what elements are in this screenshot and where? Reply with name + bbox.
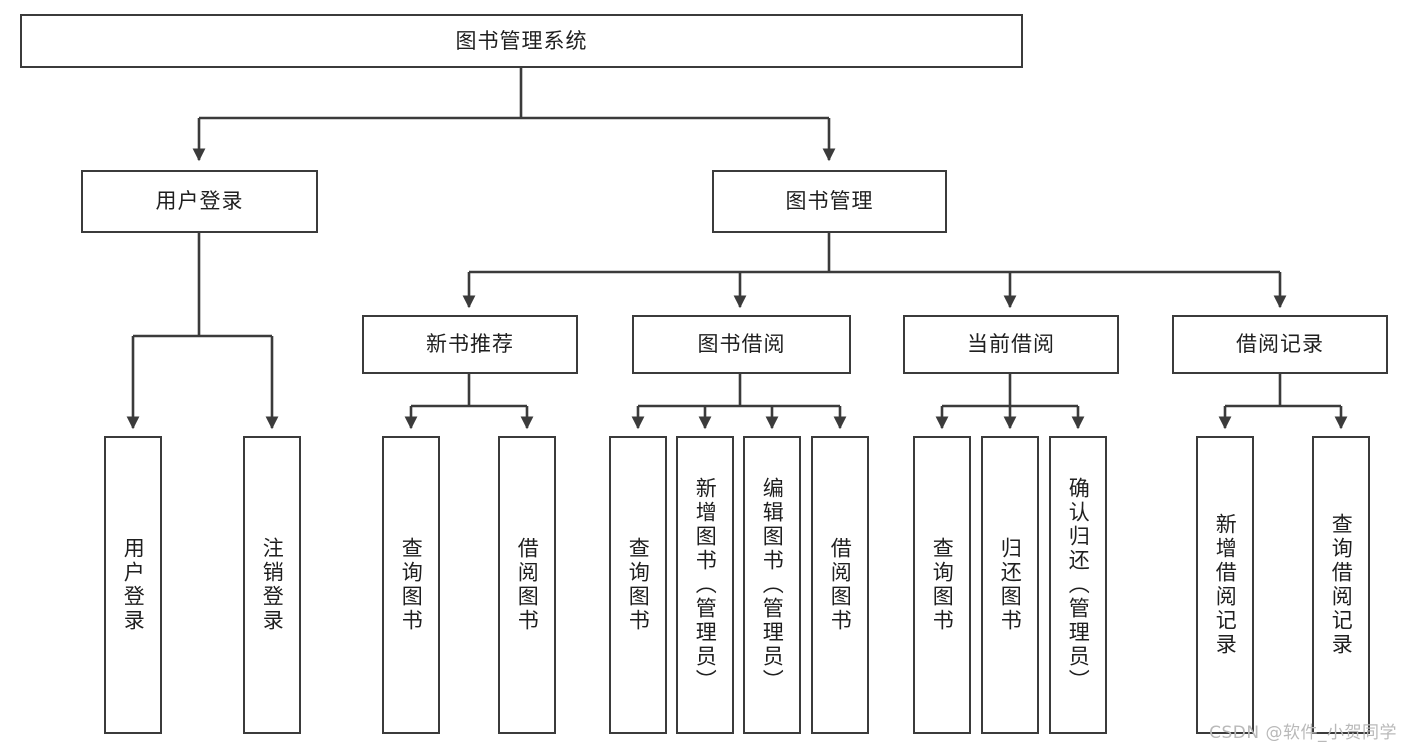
leaf-new-book-borrow-book[interactable]: 借阅图书 <box>498 436 556 734</box>
leaf-label: 注销登录 <box>260 537 285 633</box>
leaf-book-borrow-query-book[interactable]: 查询图书 <box>609 436 667 734</box>
leaf-label: 用户登录 <box>121 537 146 633</box>
leaf-current-borrow-confirm-return[interactable]: 确认归还（管理员） <box>1049 436 1107 734</box>
node-root-label: 图书管理系统 <box>455 28 588 53</box>
node-book-management-label: 图书管理 <box>785 189 874 214</box>
node-current-borrow-label: 当前借阅 <box>967 332 1055 357</box>
leaf-current-borrow-return-book[interactable]: 归还图书 <box>981 436 1039 734</box>
leaf-label: 编辑图书（管理员） <box>760 477 785 693</box>
leaf-current-borrow-query-book[interactable]: 查询图书 <box>913 436 971 734</box>
watermark: CSDN @软件_小贺同学 <box>1209 723 1397 743</box>
node-borrow-record[interactable]: 借阅记录 <box>1172 315 1388 374</box>
node-root[interactable]: 图书管理系统 <box>20 14 1023 68</box>
leaf-label: 借阅图书 <box>515 537 540 633</box>
leaf-borrow-record-query-record[interactable]: 查询借阅记录 <box>1312 436 1370 734</box>
node-book-management[interactable]: 图书管理 <box>712 170 947 233</box>
leaf-new-book-query-book[interactable]: 查询图书 <box>382 436 440 734</box>
node-new-book-recommend[interactable]: 新书推荐 <box>362 315 578 374</box>
leaf-label: 查询图书 <box>399 537 424 633</box>
node-book-borrow-label: 图书借阅 <box>697 332 786 357</box>
node-book-borrow[interactable]: 图书借阅 <box>632 315 851 374</box>
leaf-label: 查询借阅记录 <box>1329 513 1354 657</box>
leaf-label: 确认归还（管理员） <box>1066 477 1091 693</box>
leaf-book-borrow-edit-book[interactable]: 编辑图书（管理员） <box>743 436 801 734</box>
node-borrow-record-label: 借阅记录 <box>1236 332 1324 357</box>
leaf-label: 新增借阅记录 <box>1213 513 1238 657</box>
leaf-user-login-logout[interactable]: 注销登录 <box>243 436 301 734</box>
leaf-label: 归还图书 <box>998 537 1023 633</box>
node-user-login[interactable]: 用户登录 <box>81 170 318 233</box>
node-user-login-label: 用户登录 <box>155 189 244 214</box>
leaf-book-borrow-borrow-book[interactable]: 借阅图书 <box>811 436 869 734</box>
leaf-label: 借阅图书 <box>828 537 853 633</box>
leaf-book-borrow-add-book[interactable]: 新增图书（管理员） <box>676 436 734 734</box>
node-new-book-recommend-label: 新书推荐 <box>426 332 514 357</box>
leaf-label: 查询图书 <box>930 537 955 633</box>
node-current-borrow[interactable]: 当前借阅 <box>903 315 1119 374</box>
leaf-user-login-login[interactable]: 用户登录 <box>104 436 162 734</box>
leaf-label: 查询图书 <box>626 537 651 633</box>
leaf-borrow-record-add-record[interactable]: 新增借阅记录 <box>1196 436 1254 734</box>
leaf-label: 新增图书（管理员） <box>693 477 718 693</box>
